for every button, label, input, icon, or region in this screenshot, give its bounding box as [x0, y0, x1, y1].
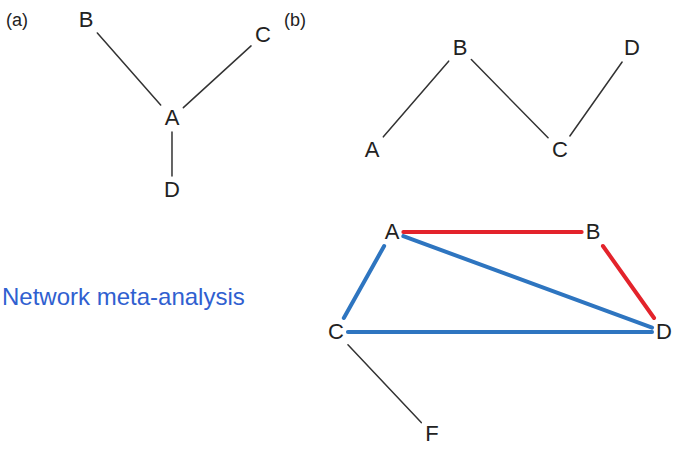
vertex-letter: B	[586, 219, 601, 244]
graph-vertex: C	[548, 136, 572, 164]
graph-vertex: D	[652, 318, 676, 346]
vertex-letter: C	[328, 319, 344, 344]
graph-edge	[403, 236, 652, 327]
vertex-letter: B	[79, 7, 94, 32]
vertex-letter: A	[365, 137, 380, 162]
graph-vertex: B	[449, 34, 472, 62]
graph-edge	[383, 61, 448, 137]
graph-edge	[348, 330, 652, 334]
vertex-letter: D	[164, 177, 180, 202]
graph-vertex: D	[620, 34, 644, 62]
graph-edge	[97, 33, 160, 105]
graph-edge	[171, 132, 173, 176]
graph-edge	[348, 345, 421, 423]
graph-vertex: C	[324, 318, 348, 346]
graph-edge	[570, 62, 622, 136]
graph-vertex: D	[160, 176, 184, 204]
graph-edge	[403, 230, 581, 234]
vertex-letter: D	[656, 319, 672, 344]
graph-edge	[344, 246, 384, 318]
graph-edge	[183, 46, 251, 108]
vertex-letter: C	[255, 22, 271, 47]
panel-label: (a)	[6, 10, 28, 31]
graph-vertex: C	[251, 21, 275, 49]
graph-vertex: B	[75, 6, 98, 34]
vertex-letter: A	[165, 105, 180, 130]
graph-vertex: A	[381, 218, 404, 246]
vertex-letter: C	[552, 137, 568, 162]
graph-edge	[603, 246, 654, 318]
section-heading: Network meta-analysis	[2, 283, 245, 311]
graph-vertex: B	[582, 218, 605, 246]
graph-vertex: F	[421, 420, 442, 448]
panel-label: (b)	[284, 10, 306, 31]
graph-edge	[471, 60, 548, 138]
vertex-letter: B	[453, 35, 468, 60]
vertex-letter: D	[624, 35, 640, 60]
vertex-letter: A	[385, 219, 400, 244]
graph-vertex: A	[161, 104, 184, 132]
graph-vertex: A	[361, 136, 384, 164]
vertex-letter: F	[425, 421, 438, 446]
